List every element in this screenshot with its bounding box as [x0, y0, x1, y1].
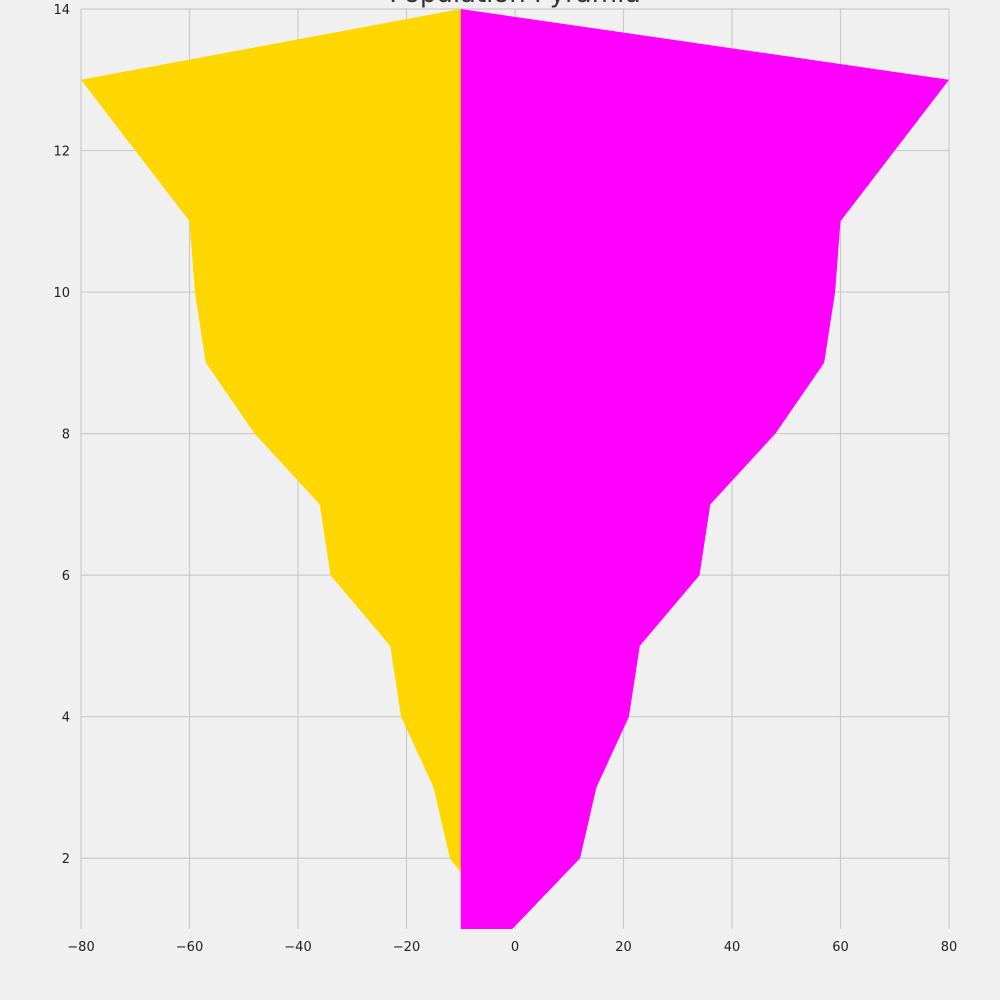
x-tick-label: 60	[832, 940, 849, 955]
x-tick-label: −60	[176, 940, 203, 955]
x-tick-label: −20	[393, 940, 420, 955]
x-tick-label: 80	[941, 940, 958, 955]
y-tick-label: 14	[53, 3, 70, 18]
y-axis-ticks: 2 4 6 8 10 12 14	[53, 3, 70, 867]
y-tick-label: 2	[62, 852, 70, 867]
chart-title: Population Pyramid	[389, 0, 641, 9]
y-tick-label: 10	[53, 286, 70, 301]
y-tick-label: 4	[62, 711, 70, 726]
x-tick-label: −40	[284, 940, 311, 955]
x-tick-label: −80	[67, 940, 94, 955]
x-tick-label: 20	[615, 940, 632, 955]
x-tick-label: 0	[511, 940, 519, 955]
y-tick-label: 8	[62, 428, 70, 443]
y-tick-label: 6	[62, 569, 70, 584]
area-series-group	[81, 9, 949, 929]
x-axis-ticks: −80 −60 −40 −20 0 20 40 60 80	[67, 940, 957, 955]
x-tick-label: 40	[724, 940, 741, 955]
area-series-left	[81, 9, 461, 873]
y-tick-label: 12	[53, 145, 70, 160]
area-series-right	[460, 9, 949, 929]
